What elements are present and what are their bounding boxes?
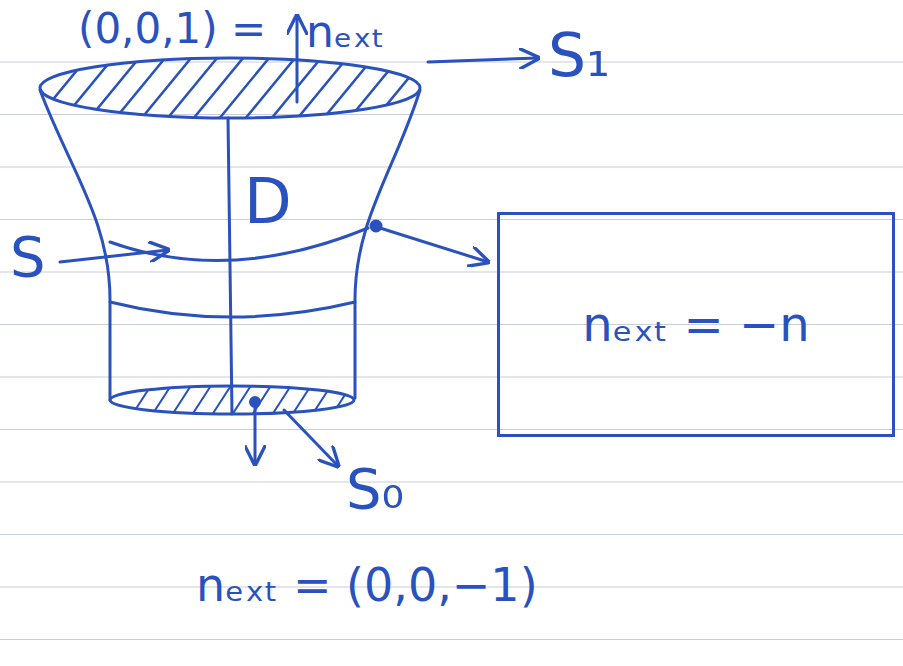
- hatch-stroke: [214, 52, 274, 125]
- hatch-stroke: [162, 52, 222, 125]
- right-side: [355, 90, 420, 398]
- hatch-stroke: [150, 384, 172, 418]
- ruled-line: [0, 166, 903, 167]
- surface-figure: [0, 16, 538, 466]
- callout-box: nₑₓₜ = −n: [497, 212, 895, 437]
- hatch-stroke: [136, 52, 196, 125]
- leader-arrow: [284, 410, 338, 466]
- level-curve: [110, 228, 368, 260]
- hatch-stroke: [318, 52, 378, 125]
- hatch-stroke: [474, 52, 534, 125]
- hatch-stroke: [344, 52, 404, 125]
- hatch-stroke: [84, 52, 144, 125]
- hatch-stroke: [250, 384, 272, 418]
- hatch-stroke: [240, 52, 300, 125]
- leader-arrow: [380, 228, 488, 262]
- hatch-stroke: [190, 384, 212, 418]
- center-line: [228, 118, 232, 414]
- surface-name-holder: S₀: [346, 458, 404, 520]
- hatch-stroke: [6, 52, 66, 125]
- surface-name: S₀: [346, 458, 404, 520]
- bottom-hatching: [130, 384, 352, 418]
- left-side: [40, 90, 110, 400]
- ruled-line: [0, 639, 903, 640]
- hatch-stroke: [370, 52, 430, 125]
- top-hatching: [0, 52, 534, 125]
- ruled-line: [0, 481, 903, 482]
- normal-arrow: [254, 404, 257, 464]
- surface-name: S: [10, 226, 46, 288]
- normal-formula-holder: nₑₓₜ = (0,0,−1): [196, 560, 538, 611]
- region-name-holder: D: [244, 168, 292, 236]
- hatch-stroke: [110, 52, 170, 125]
- surface-point: [371, 221, 381, 231]
- leader-arrow: [60, 250, 168, 262]
- hatch-stroke: [290, 384, 312, 418]
- vector-label: (0,0,1) =: [78, 6, 266, 52]
- hatch-stroke: [58, 52, 118, 125]
- region-name: D: [244, 168, 292, 236]
- ruled-line: [0, 534, 903, 535]
- hatch-stroke: [330, 384, 352, 418]
- ruled-line: [0, 271, 903, 272]
- ruled-line: [0, 219, 903, 220]
- hatch-stroke: [188, 52, 248, 125]
- surface-name-holder: S: [10, 226, 46, 288]
- hatch-stroke: [32, 52, 92, 125]
- ruled-line: [0, 429, 903, 430]
- vector-label-holder: (0,0,1) =: [78, 6, 266, 52]
- hatch-stroke: [310, 384, 332, 418]
- hatch-stroke: [210, 384, 232, 418]
- normal-formula: nₑₓₜ = (0,0,−1): [196, 560, 538, 611]
- hatch-stroke: [170, 384, 192, 418]
- hatch-stroke: [292, 52, 352, 125]
- ruled-line: [0, 376, 903, 377]
- level-curve: [110, 302, 355, 317]
- box-formula: nₑₓₜ = −n: [582, 298, 809, 351]
- surface-name: S₁: [548, 22, 610, 88]
- hatch-stroke: [396, 52, 456, 125]
- normal-label-holder: nₑₓₜ: [306, 8, 385, 56]
- ruled-lines: [0, 62, 903, 640]
- leader-arrow: [428, 58, 538, 62]
- normal-arrow: [296, 16, 299, 102]
- hatch-stroke: [130, 384, 152, 418]
- hatch-stroke: [448, 52, 508, 125]
- hatch-stroke: [0, 52, 40, 125]
- normal-label: nₑₓₜ: [306, 8, 385, 56]
- surface-name-holder: S₁: [548, 22, 610, 88]
